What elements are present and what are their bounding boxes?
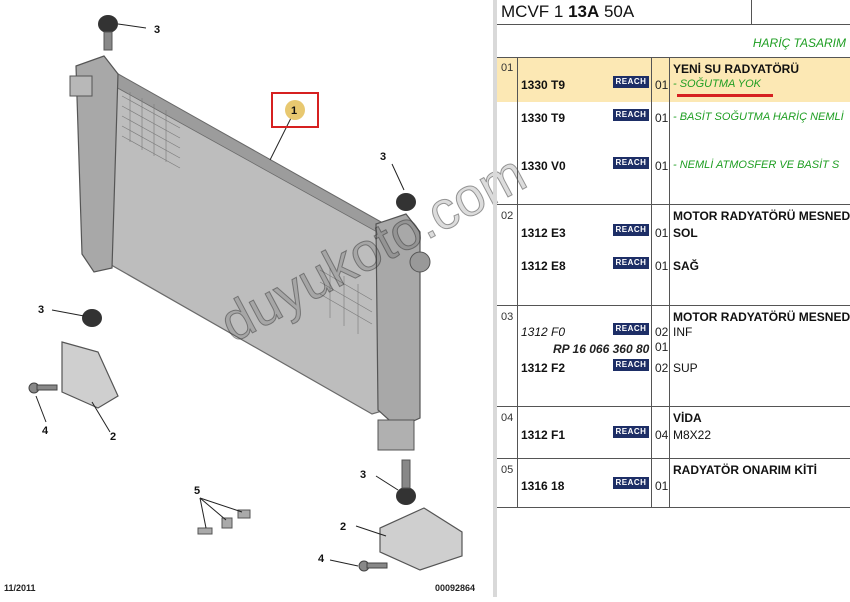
repair-kit xyxy=(197,509,251,535)
reach-badge: REACH xyxy=(613,323,649,335)
quantity: 01 xyxy=(655,340,669,354)
callout-label: 2 xyxy=(110,431,116,443)
part-variant: SAĞ xyxy=(673,259,700,273)
rubber-mount xyxy=(98,15,118,33)
left-tank xyxy=(75,55,119,273)
group-number: 01 xyxy=(501,62,514,74)
callout-label: 3 xyxy=(154,24,160,36)
group-number: 05 xyxy=(501,464,514,476)
part-variant: SOL xyxy=(673,226,698,240)
panel-divider[interactable] xyxy=(493,0,497,597)
callout-label: 5 xyxy=(194,485,200,497)
group-03: 03 MOTOR RADYATÖRÜ MESNEDİ 1312 F0 REACH… xyxy=(497,306,850,407)
part-code[interactable]: 1316 18 xyxy=(521,479,565,493)
quantity: 02 xyxy=(655,325,669,339)
quantity: 01 xyxy=(655,159,669,173)
part-code[interactable]: 1312 F0 xyxy=(521,325,566,339)
callout-label: 1 xyxy=(291,105,297,117)
quantity: 01 xyxy=(655,259,669,273)
part-variant: SUP xyxy=(673,361,698,375)
exploded-parts-diagram: 1 2 2 3 3 3 3 4 4 5 11/2011 00092864 xyxy=(4,15,476,593)
radiator-fins xyxy=(121,92,373,334)
part-code[interactable]: 1312 E8 xyxy=(521,259,566,273)
reach-badge: REACH xyxy=(613,477,649,489)
part-note: - NEMLİ ATMOSFER VE BASİT S xyxy=(673,159,840,171)
quantity: 04 xyxy=(655,428,669,442)
reach-badge: REACH xyxy=(613,224,649,236)
reach-badge: REACH xyxy=(613,426,649,438)
callout-label: 4 xyxy=(318,553,325,565)
group-number: 02 xyxy=(501,210,514,222)
part-code[interactable]: 1330 V0 xyxy=(521,159,566,173)
quantity: 01 xyxy=(655,111,669,125)
group-05: 05 RADYATÖR ONARIM KİTİ 1316 18 REACH 01 xyxy=(497,459,850,508)
part-variant: INF xyxy=(673,325,693,339)
reach-badge: REACH xyxy=(613,257,649,269)
group-number: 04 xyxy=(501,412,514,424)
reach-badge: REACH xyxy=(613,359,649,371)
callout-1-box xyxy=(271,92,319,128)
right-tank xyxy=(375,213,421,429)
callout-label: 3 xyxy=(360,469,366,481)
group-01: 01 YENİ SU RADYATÖRÜ 1330 T9 REACH 01 - … xyxy=(497,58,850,205)
subheader-note: HARİÇ TASARIM xyxy=(752,36,846,50)
quantity: 01 xyxy=(655,78,669,92)
reference-number[interactable]: RP 16 066 360 80 xyxy=(553,342,650,356)
selected-row-highlight xyxy=(497,58,850,102)
reach-badge: REACH xyxy=(613,76,649,88)
diagram-date: 11/2011 xyxy=(4,583,36,593)
group-title: MOTOR RADYATÖRÜ MESNEDİ xyxy=(673,209,850,223)
bracket-right xyxy=(379,507,463,571)
table-header: MCVF 1 13A 50A xyxy=(497,0,850,25)
vehicle-code: MCVF 1 13A 50A xyxy=(501,2,635,21)
callout-label: 4 xyxy=(42,425,49,437)
group-title: RADYATÖR ONARIM KİTİ xyxy=(673,463,817,477)
callout-1-circle xyxy=(285,100,305,120)
parts-list-table: MCVF 1 13A 50A HARİÇ TASARIM 01 YENİ SU … xyxy=(497,0,850,597)
screws xyxy=(28,382,388,572)
part-code[interactable]: 1312 F2 xyxy=(521,361,566,375)
reach-badge: REACH xyxy=(613,109,649,121)
group-number: 03 xyxy=(501,311,514,323)
quantity: 01 xyxy=(655,226,669,240)
reach-badge: REACH xyxy=(613,157,649,169)
bracket-left xyxy=(61,341,119,409)
group-title: MOTOR RADYATÖRÜ MESNEDİ xyxy=(673,310,850,324)
callout-label: 3 xyxy=(38,304,44,316)
part-note: - BASİT SOĞUTMA HARİÇ NEMLİ xyxy=(673,111,844,123)
part-code[interactable]: 1312 E3 xyxy=(521,226,566,240)
part-code[interactable]: 1330 T9 xyxy=(521,111,566,125)
table-subheader: HARİÇ TASARIM xyxy=(497,25,850,58)
part-note: - SOĞUTMA YOK xyxy=(673,78,762,90)
quantity: 02 xyxy=(655,361,669,375)
group-title: VİDA xyxy=(673,411,702,425)
group-title: YENİ SU RADYATÖRÜ xyxy=(673,62,800,76)
part-code[interactable]: 1330 T9 xyxy=(521,78,566,92)
quantity: 01 xyxy=(655,479,669,493)
radiator-illustration: 1 2 2 3 3 3 3 4 4 5 xyxy=(28,15,463,572)
diagram-number: 00092864 xyxy=(435,583,476,593)
callout-label: 3 xyxy=(380,151,386,163)
group-subtitle: M8X22 xyxy=(673,428,712,442)
red-underline xyxy=(677,94,773,97)
group-02: 02 MOTOR RADYATÖRÜ MESNEDİ 1312 E3 REACH… xyxy=(497,205,850,306)
group-04: 04 VİDA M8X22 1312 F1 REACH 04 xyxy=(497,407,850,459)
callout-label: 2 xyxy=(340,521,346,533)
part-code[interactable]: 1312 F1 xyxy=(521,428,566,442)
